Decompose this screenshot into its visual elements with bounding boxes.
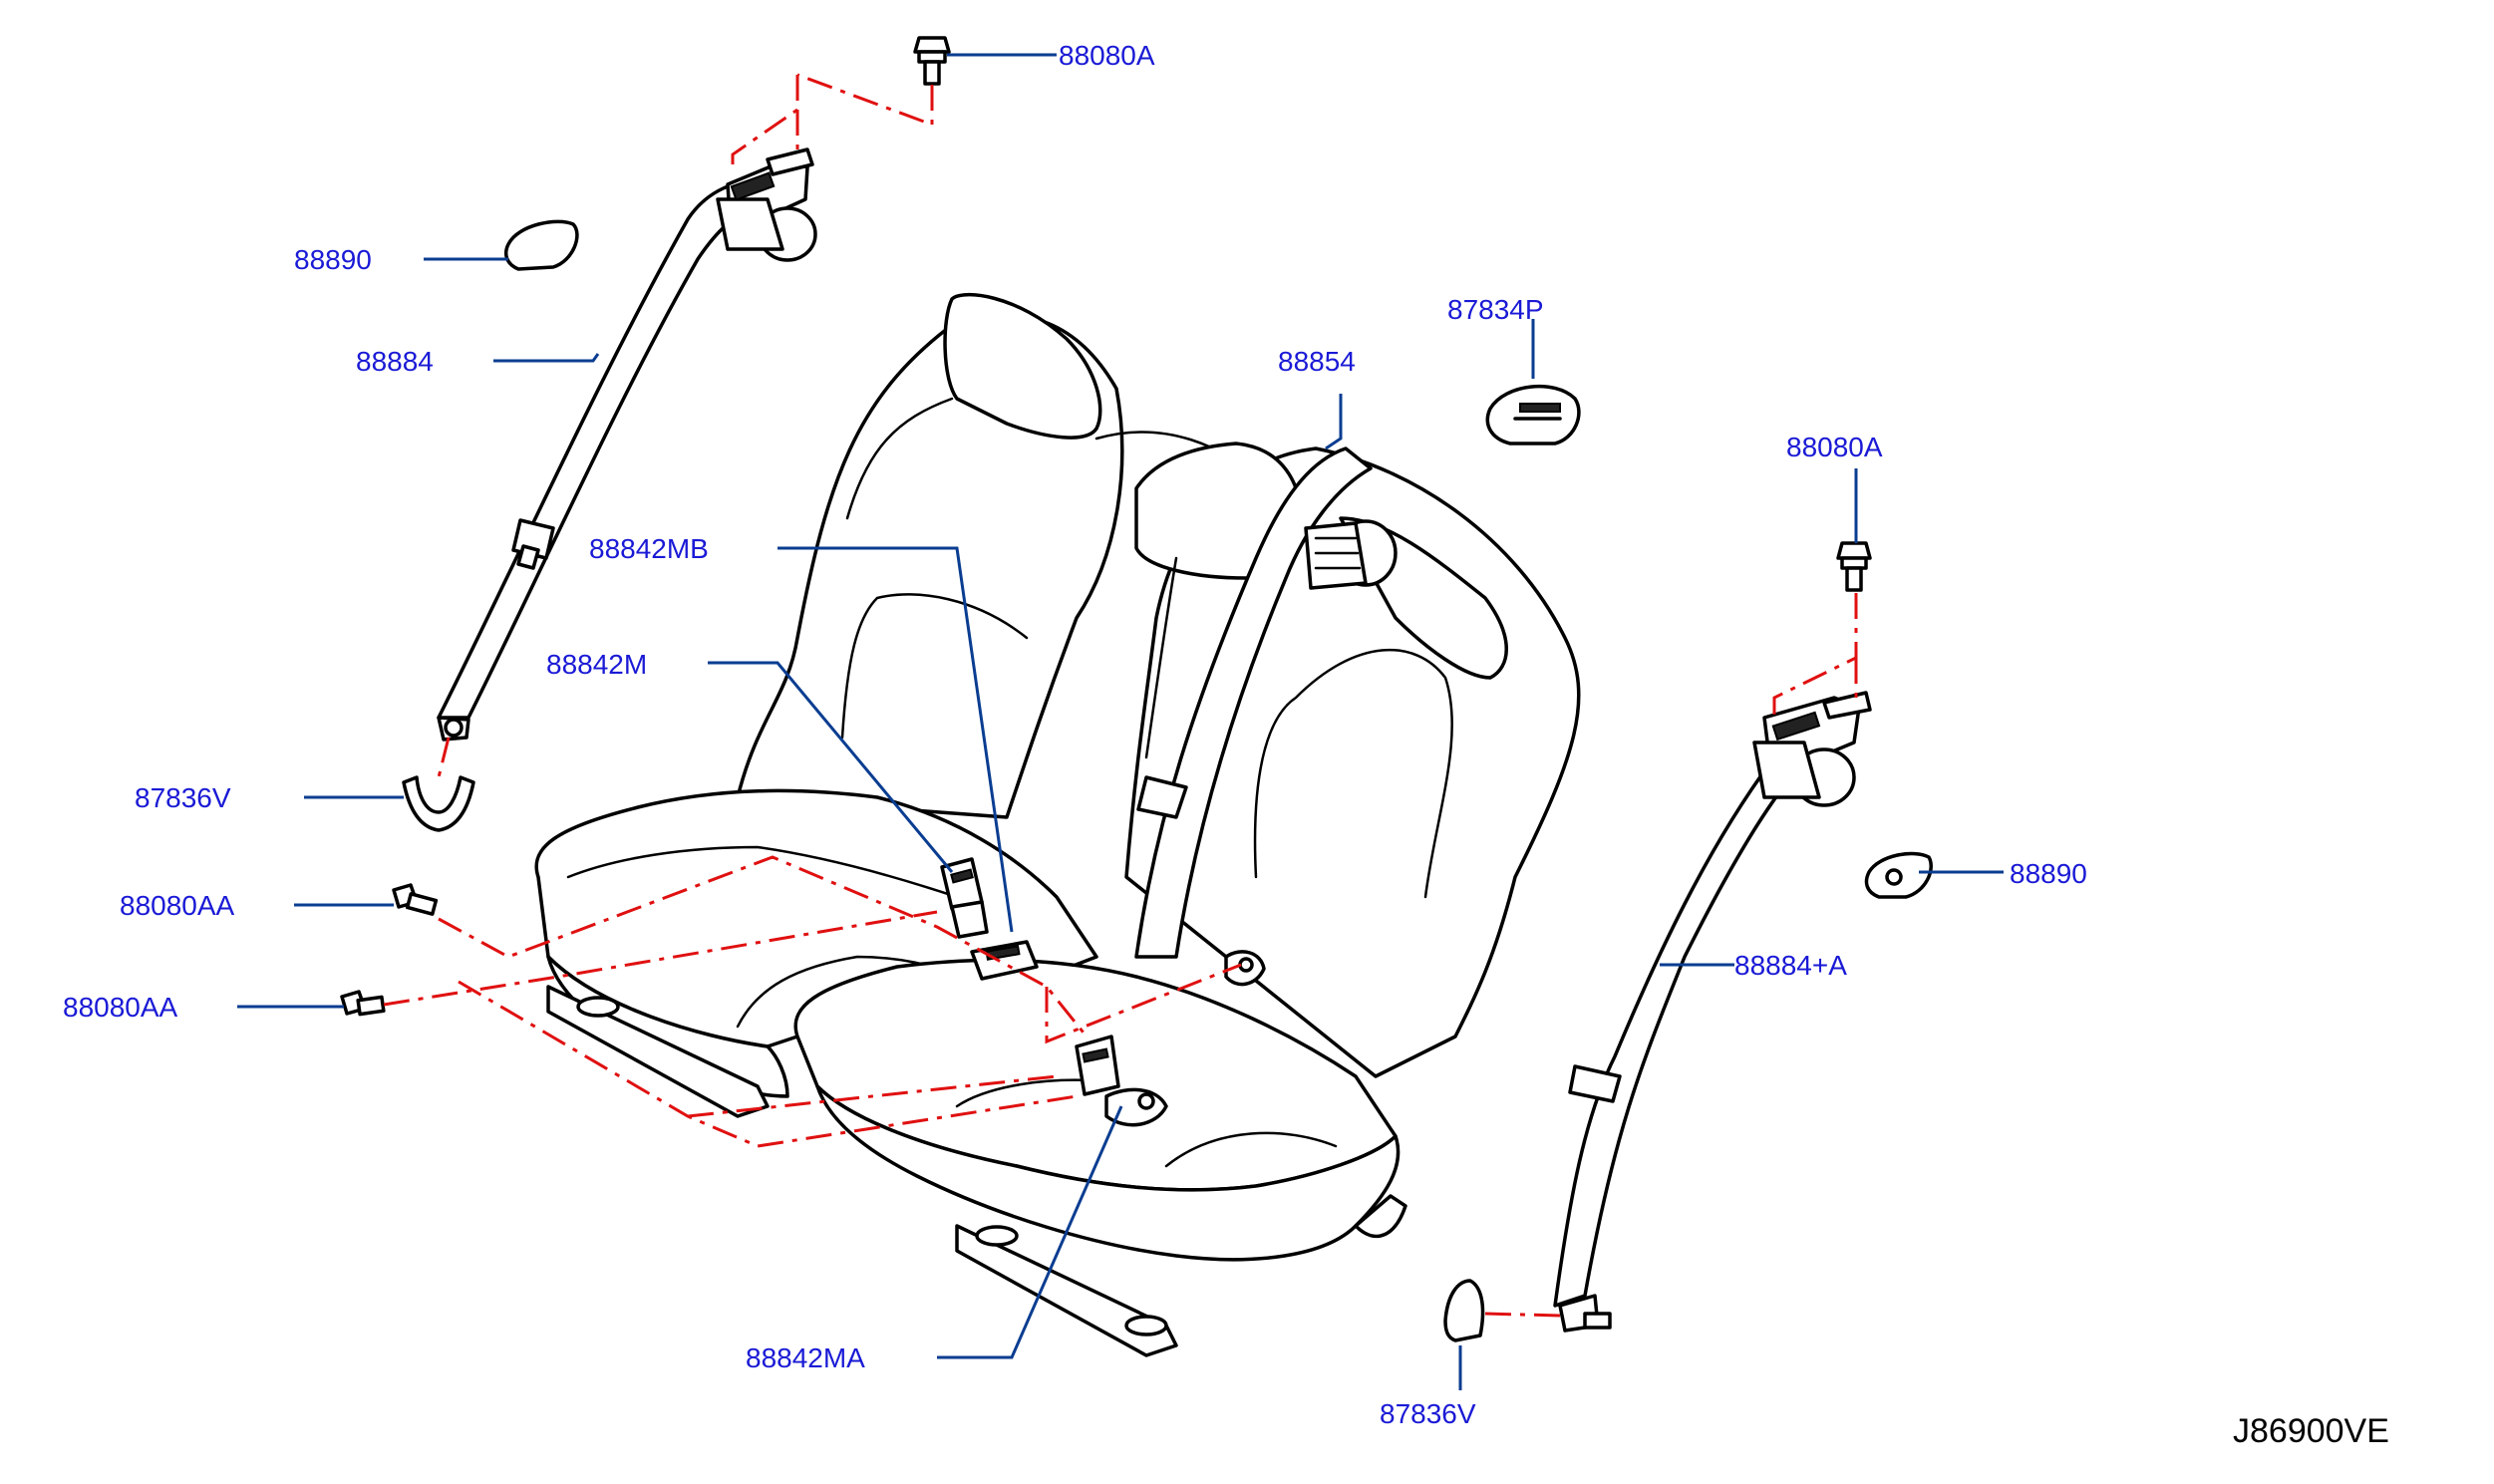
label-88842mb: 88842MB bbox=[589, 533, 709, 564]
retractor-left bbox=[716, 148, 817, 262]
label-88890-right: 88890 bbox=[2010, 858, 2087, 889]
part-labels: 88080A 88890 88884 88842MB 88842M 87836V… bbox=[63, 40, 2389, 1450]
seat-belt-assembly-left bbox=[437, 148, 817, 742]
bolt-88080a-top bbox=[913, 36, 951, 86]
buckle-88842mb bbox=[970, 940, 1039, 981]
label-88842ma: 88842MA bbox=[746, 1342, 865, 1373]
label-88080a-top: 88080A bbox=[1059, 40, 1155, 71]
label-88890-left: 88890 bbox=[294, 244, 372, 275]
label-88080aa-upper: 88080AA bbox=[120, 890, 235, 921]
label-88884: 88884 bbox=[356, 346, 434, 377]
label-87836v-right: 87836V bbox=[1380, 1398, 1476, 1429]
left-headrest bbox=[943, 292, 1102, 440]
label-88080a-right: 88080A bbox=[1786, 432, 1883, 462]
retractor-right bbox=[1752, 691, 1872, 807]
rear-seat-assembly bbox=[534, 292, 1581, 1357]
cap-87836v-left bbox=[402, 775, 475, 832]
leader-lines bbox=[237, 53, 2004, 1390]
label-88884-plus-a: 88884+A bbox=[1734, 950, 1847, 981]
seat-belt-assembly-right bbox=[1553, 691, 1872, 1333]
belt-guide-right bbox=[1568, 1064, 1622, 1103]
label-87834p: 87834P bbox=[1447, 294, 1544, 325]
assembly-lines bbox=[383, 73, 1858, 1318]
center-seat-belt-88854 bbox=[1134, 446, 1398, 959]
cap-87836v-right bbox=[1443, 1279, 1485, 1342]
cover-88890-left bbox=[504, 219, 579, 271]
label-88842m: 88842M bbox=[546, 649, 647, 680]
label-88854: 88854 bbox=[1278, 346, 1356, 377]
bolt-88080aa-upper bbox=[392, 883, 439, 916]
label-88080aa-lower: 88080AA bbox=[63, 992, 178, 1023]
label-87836v-left: 87836V bbox=[135, 782, 231, 813]
buckle-88842ma bbox=[1075, 1035, 1168, 1127]
right-seat-rail bbox=[955, 1224, 1178, 1357]
bolt-88080a-right bbox=[1836, 541, 1872, 592]
left-seat-rail bbox=[546, 985, 770, 1118]
bolt-88080aa-lower bbox=[340, 990, 386, 1017]
anchor-plate-center bbox=[1224, 950, 1266, 987]
cover-88890-right bbox=[1864, 851, 1933, 899]
clip-87834p bbox=[1485, 385, 1581, 445]
retractor-center bbox=[1304, 519, 1398, 590]
diagram-code: J86900VE bbox=[2233, 1412, 2389, 1450]
